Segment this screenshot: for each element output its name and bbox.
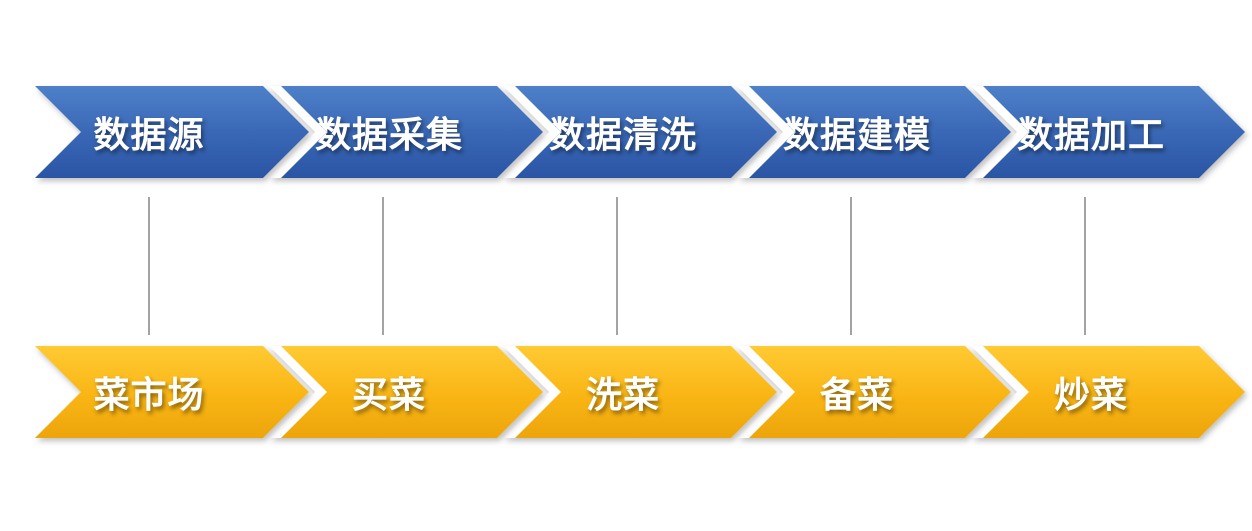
chevron-body: 炒菜 (983, 346, 1245, 438)
chevron-body: 数据源 (35, 86, 309, 178)
connector-line-4 (850, 197, 852, 335)
connector-line-5 (1084, 197, 1086, 335)
connector-line-2 (382, 197, 384, 335)
chevron-cooking-analogy-step-5: 炒菜 (971, 346, 1245, 438)
chevron-cooking-analogy-step-1: 菜市场 (35, 346, 309, 438)
connector-line-1 (148, 197, 150, 335)
connector-line-3 (616, 197, 618, 335)
chevron-data-pipeline-step-2: 数据采集 (269, 86, 543, 178)
chevron-label: 数据加工 (1016, 114, 1165, 155)
chevron-label: 数据建模 (782, 114, 931, 155)
chevron-label: 炒菜 (1053, 374, 1128, 415)
chevron-data-pipeline-step-4: 数据建模 (737, 86, 1011, 178)
chevron-cooking-analogy-step-3: 洗菜 (503, 346, 777, 438)
chevron-label: 洗菜 (585, 374, 660, 415)
chevron-label: 买菜 (351, 374, 426, 415)
chevron-cooking-analogy-step-4: 备菜 (737, 346, 1011, 438)
chevron-cooking-analogy-step-2: 买菜 (269, 346, 543, 438)
chevron-label: 数据清洗 (548, 114, 697, 155)
chevron-data-pipeline-step-3: 数据清洗 (503, 86, 777, 178)
chevron-body: 菜市场 (35, 346, 309, 438)
chevron-data-pipeline-step-1: 数据源 (35, 86, 309, 178)
chevron-label: 数据采集 (314, 114, 463, 155)
row-cooking-analogy: 菜市场 买菜 洗菜 备菜 炒菜 (35, 346, 1245, 438)
chevron-label: 备菜 (819, 374, 894, 415)
chevron-label: 数据源 (93, 114, 205, 155)
chevron-data-pipeline-step-5: 数据加工 (971, 86, 1245, 178)
row-data-pipeline: 数据源 数据采集 数据清洗 数据建模 数据加工 (35, 86, 1245, 178)
chevron-label: 菜市场 (93, 374, 205, 415)
